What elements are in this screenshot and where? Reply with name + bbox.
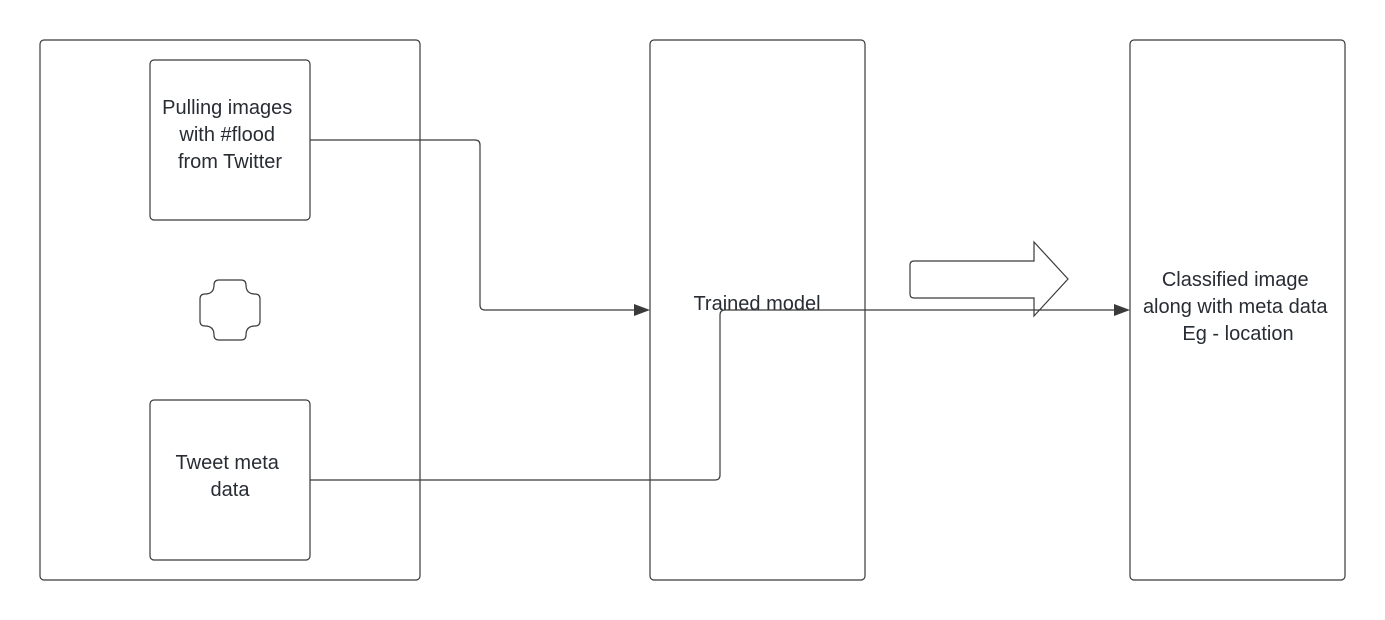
- block-arrow-icon: [909, 240, 1069, 318]
- connector-meta-to-classified: [310, 309, 1116, 481]
- pull-images-label: Pulling images with #flood from Twitter: [162, 97, 298, 173]
- meta-data-label: Tweet meta data: [176, 452, 285, 501]
- arrowhead-icon: [1114, 304, 1130, 316]
- arrowhead-icon: [634, 304, 650, 316]
- plus-icon: [199, 279, 261, 341]
- connector-images-to-model: [310, 139, 636, 311]
- classified-label: Classified image along with meta data Eg…: [1143, 269, 1333, 345]
- trained-model-label: Trained model: [693, 293, 820, 315]
